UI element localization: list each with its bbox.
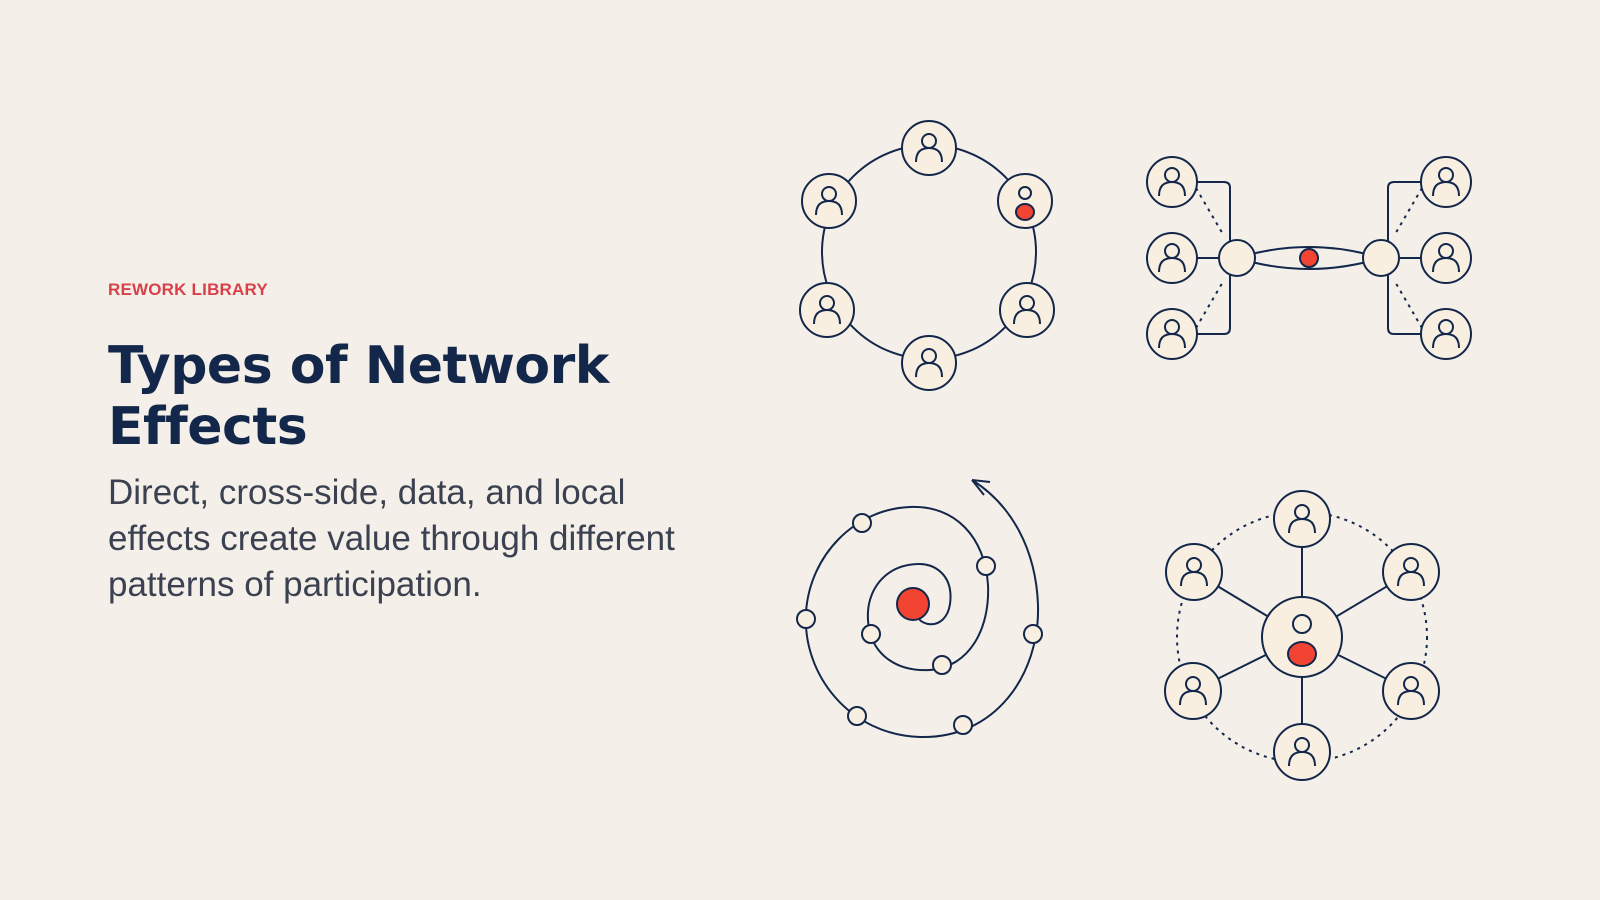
user-node-icon: [1164, 662, 1222, 720]
user-node-icon: [1146, 232, 1198, 284]
user-node-icon: [1146, 308, 1198, 360]
user-node-highlight-icon: [997, 173, 1053, 229]
data-point: [861, 624, 881, 644]
data-network-diagram: [796, 479, 1043, 739]
bridge-dot: [1299, 248, 1319, 268]
core-dot: [896, 587, 930, 621]
user-node-icon: [1146, 156, 1198, 208]
user-node-icon: [1382, 543, 1440, 601]
data-point: [847, 706, 867, 726]
left-hub-node: [1218, 239, 1256, 277]
hub-user-icon: [1261, 596, 1343, 678]
local-boundary: [1176, 511, 1428, 763]
user-node-icon: [801, 173, 857, 229]
data-point: [953, 715, 973, 735]
data-point: [976, 556, 996, 576]
data-point: [852, 513, 872, 533]
user-node-icon: [1420, 156, 1472, 208]
spiral-line: [804, 479, 1040, 739]
user-node-icon: [1165, 543, 1223, 601]
user-node-icon: [1382, 662, 1440, 720]
eyebrow-label: REWORK LIBRARY: [108, 280, 268, 299]
user-node-icon: [1420, 232, 1472, 284]
cross-side-network-diagram: [1146, 156, 1472, 360]
direct-network-diagram: [799, 120, 1055, 391]
data-point: [932, 655, 952, 675]
user-node-icon: [1420, 308, 1472, 360]
user-node-icon: [799, 282, 855, 338]
user-node-icon: [1273, 723, 1331, 781]
user-node-icon: [901, 335, 957, 391]
user-node-icon: [1273, 490, 1331, 548]
text-block: REWORK LIBRARY Types of Network Effects …: [108, 280, 728, 608]
arrow-icon: [971, 479, 991, 496]
ring-line: [821, 144, 1037, 360]
data-point: [796, 609, 816, 629]
user-node-icon: [901, 120, 957, 176]
right-hub-node: [1362, 239, 1400, 277]
data-point: [1023, 624, 1043, 644]
user-node-icon: [999, 282, 1055, 338]
page-title: Types of Network Effects: [108, 336, 609, 457]
local-network-diagram: [1164, 490, 1440, 781]
subtitle: Direct, cross-side, data, and local effe…: [108, 473, 675, 604]
